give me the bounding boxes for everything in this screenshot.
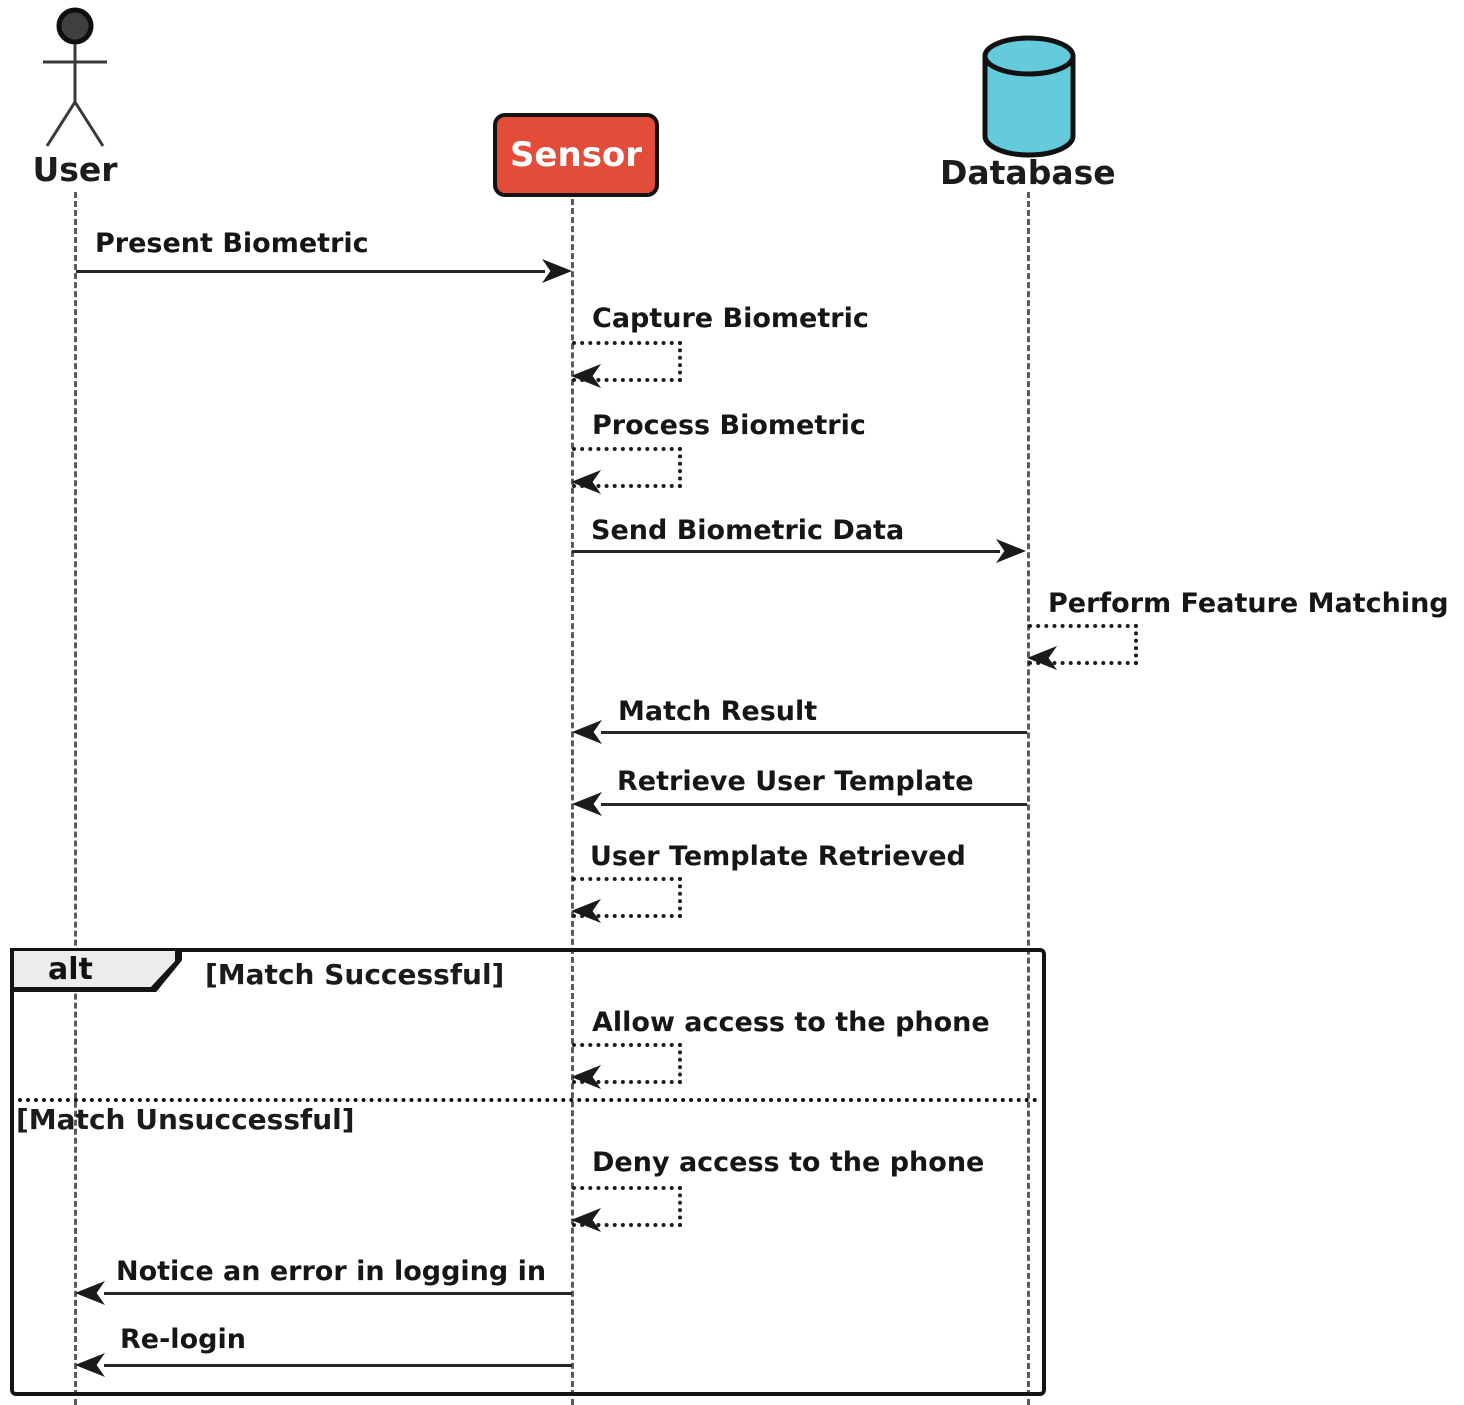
- database-cylinder-icon: [980, 33, 1078, 161]
- sensor-participant: Sensor: [493, 113, 659, 197]
- user-actor-label: User: [32, 150, 118, 189]
- database-actor-label: Database: [940, 153, 1116, 192]
- message-retrieve-user-template: Retrieve User Template: [617, 766, 974, 797]
- message-perform-feature-matching: Perform Feature Matching: [1048, 588, 1449, 619]
- process-biometric-self-loop: [572, 447, 682, 488]
- message-present-biometric: Present Biometric: [95, 228, 369, 259]
- retrieve-user-template-arrowhead-icon: [572, 792, 602, 816]
- deny-access-self-loop: [572, 1186, 682, 1227]
- match-result-arrowhead-icon: [572, 720, 602, 744]
- alt-operator-tab-fill: [14, 951, 175, 987]
- database-lifeline: [1027, 192, 1030, 1405]
- present-biometric-line: [76, 270, 545, 273]
- send-biometric-data-arrowhead-icon: [996, 539, 1026, 563]
- alt-fragment-frame: [10, 948, 1046, 1396]
- retrieve-user-template-line: [601, 803, 1027, 806]
- guard-match-successful: [Match Successful]: [205, 958, 505, 991]
- re-login-line: [104, 1364, 572, 1367]
- guard-match-unsuccessful: [Match Unsuccessful]: [16, 1103, 355, 1136]
- message-process-biometric: Process Biometric: [592, 410, 866, 441]
- message-notice-error: Notice an error in logging in: [116, 1256, 547, 1287]
- message-re-login: Re-login: [120, 1324, 246, 1355]
- message-allow-access: Allow access to the phone: [592, 1007, 990, 1038]
- sensor-lifeline: [571, 190, 574, 1405]
- alt-operator-label: alt: [48, 952, 93, 987]
- perform-feature-matching-self-loop: [1028, 624, 1138, 665]
- notice-error-line: [104, 1292, 572, 1295]
- message-match-result: Match Result: [618, 696, 818, 727]
- send-biometric-data-line: [572, 550, 1000, 553]
- message-send-biometric-data: Send Biometric Data: [591, 515, 905, 546]
- match-result-line: [601, 731, 1027, 734]
- sensor-label: Sensor: [509, 135, 643, 175]
- alt-section-divider: [10, 1098, 1038, 1102]
- user-template-retrieved-self-loop: [572, 877, 682, 918]
- user-lifeline: [74, 192, 77, 1405]
- message-capture-biometric: Capture Biometric: [592, 303, 869, 334]
- present-biometric-arrowhead-icon: [542, 259, 572, 283]
- allow-access-self-loop: [572, 1043, 682, 1084]
- message-deny-access: Deny access to the phone: [592, 1147, 985, 1178]
- user-actor-icon: [32, 4, 118, 154]
- message-user-template-retrieved: User Template Retrieved: [590, 841, 966, 872]
- capture-biometric-self-loop: [572, 341, 682, 382]
